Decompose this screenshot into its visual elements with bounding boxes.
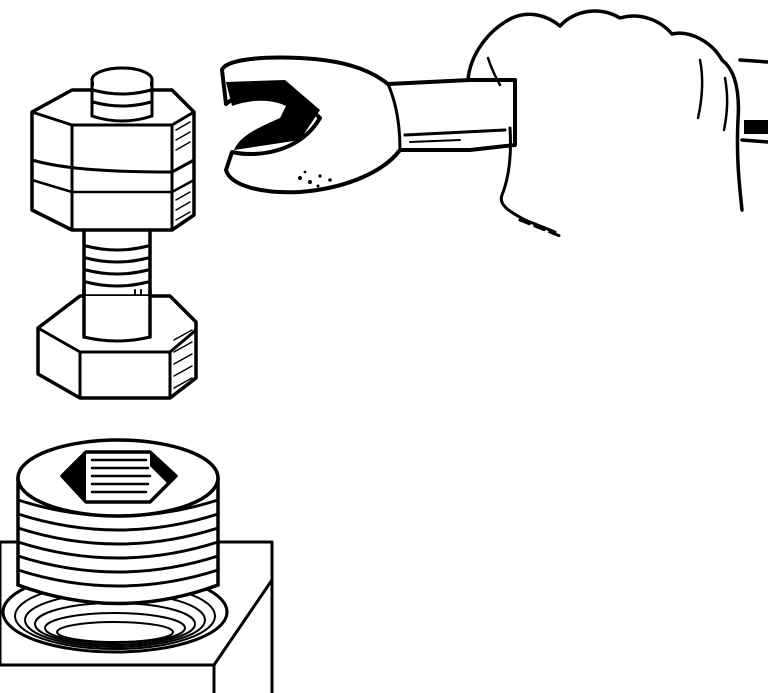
wrench-jaw-opening [226, 80, 320, 150]
wrench-handle-shading-2 [409, 139, 461, 143]
plug-threads [16, 498, 220, 588]
hand [466, 9, 768, 238]
sleeve-shadow [744, 120, 768, 134]
top-nut-hatching [175, 121, 191, 221]
threaded-plug-body [16, 438, 220, 606]
open-end-wrench [220, 55, 517, 195]
bolt-and-nuts [30, 66, 198, 400]
hex-socket [60, 450, 178, 504]
hex-socket-shading [90, 458, 152, 494]
top-nut [30, 66, 196, 232]
wrench-handle-shading [403, 128, 507, 137]
wrench-handle [386, 82, 402, 152]
wrench-stipple [298, 170, 332, 188]
bottom-nut [36, 288, 198, 400]
bottom-nut-hatching [173, 329, 193, 389]
threaded-plug [0, 438, 274, 693]
